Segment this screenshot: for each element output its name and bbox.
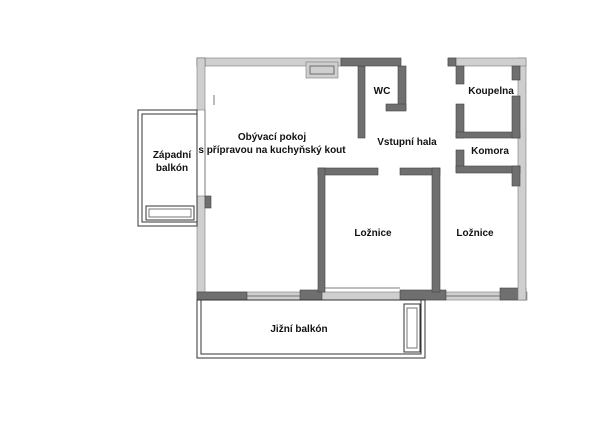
west-balcony [137,109,198,227]
label-wc: WC [374,86,391,97]
label-living-line2: s přípravou na kuchyňský kout [198,145,346,156]
label-bedroom-2: Ložnice [456,228,494,239]
label-west-balcony-line1: Západní [153,150,193,161]
label-bathroom: Koupelna [468,86,514,97]
label-south-balcony: Jižní balkón [270,324,327,335]
south-balcony [196,299,426,359]
door-marks [204,95,500,297]
label-living-line1: Obývací pokoj [238,132,307,143]
label-west-balcony-line2: balkón [156,163,188,174]
room-labels: Obývací pokoj s přípravou na kuchyňský k… [153,86,514,335]
label-bedroom-1: Ložnice [354,228,392,239]
label-storage: Komora [471,146,509,157]
label-hall: Vstupní hala [377,137,437,148]
interior-walls [317,57,521,293]
